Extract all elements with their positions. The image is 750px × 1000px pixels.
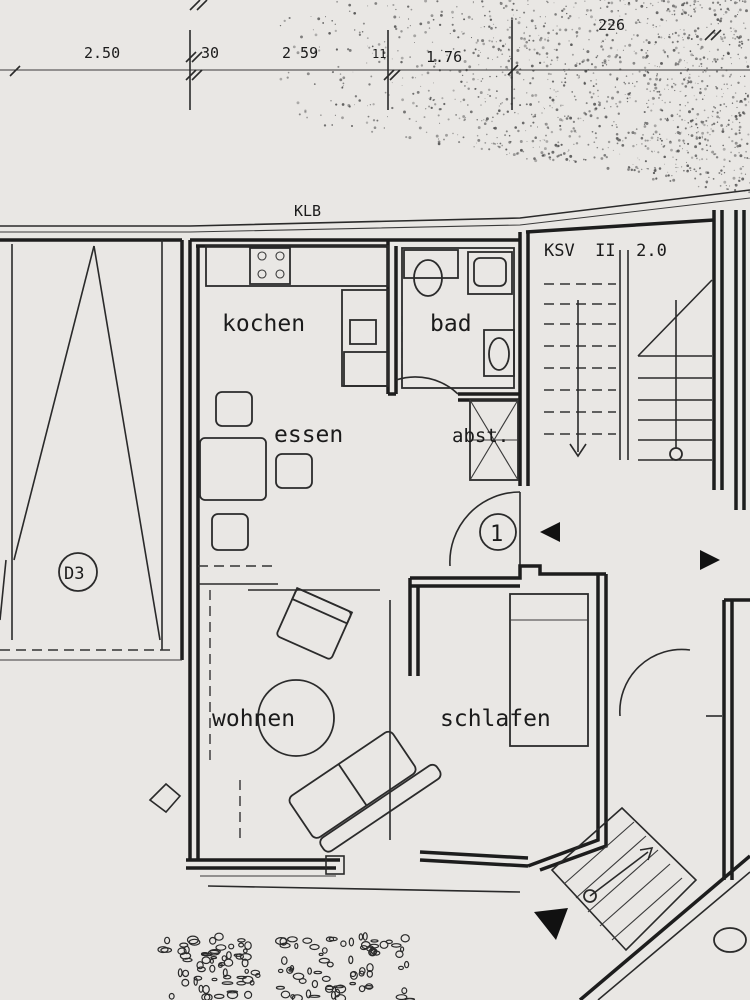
klb-label: KLB	[294, 202, 321, 220]
entry-marker-label: 1	[490, 522, 503, 547]
d3-marker-label: D3	[64, 564, 84, 584]
ksv-label: KSV II 2.0	[544, 241, 667, 261]
room-label-schlafen: schlafen	[440, 706, 551, 732]
left-unit	[0, 238, 184, 661]
dimension-11: 11	[372, 47, 386, 61]
klb-line	[0, 189, 750, 233]
main-unit-walls	[148, 238, 529, 893]
dimension-226: 226	[598, 16, 625, 34]
entry-door	[410, 491, 606, 588]
outside-stairs	[534, 806, 750, 1000]
kitchen-counter	[205, 245, 389, 387]
dining-set	[199, 391, 313, 551]
d3-marker-circle	[58, 552, 98, 592]
dimension-2-59: 2 59	[282, 44, 318, 62]
abst-closet	[469, 399, 519, 481]
room-label-kochen: kochen	[222, 311, 305, 337]
arrow-right-icon	[700, 550, 720, 570]
room-label-bad: bad	[430, 311, 472, 337]
stair-hall	[525, 210, 750, 880]
living-partition	[198, 565, 420, 840]
entry-marker-circle	[479, 513, 517, 551]
dimension-line	[0, 0, 750, 110]
coffee-table	[257, 679, 335, 757]
scan-noise-texture	[279, 0, 750, 194]
arrow-left-icon	[540, 522, 560, 542]
room-label-abst: abst.	[452, 425, 509, 447]
room-label-essen: essen	[274, 422, 343, 448]
vegetation-hatch	[157, 932, 416, 1000]
sofa	[288, 730, 442, 853]
dimension-1-76: 1.76	[426, 48, 462, 66]
dimension-30: 30	[201, 44, 219, 62]
armchair	[276, 586, 354, 660]
bathroom-fixtures	[401, 247, 515, 389]
room-label-wohnen: wohnen	[212, 706, 295, 732]
dimension-2-50: 2.50	[84, 44, 120, 62]
